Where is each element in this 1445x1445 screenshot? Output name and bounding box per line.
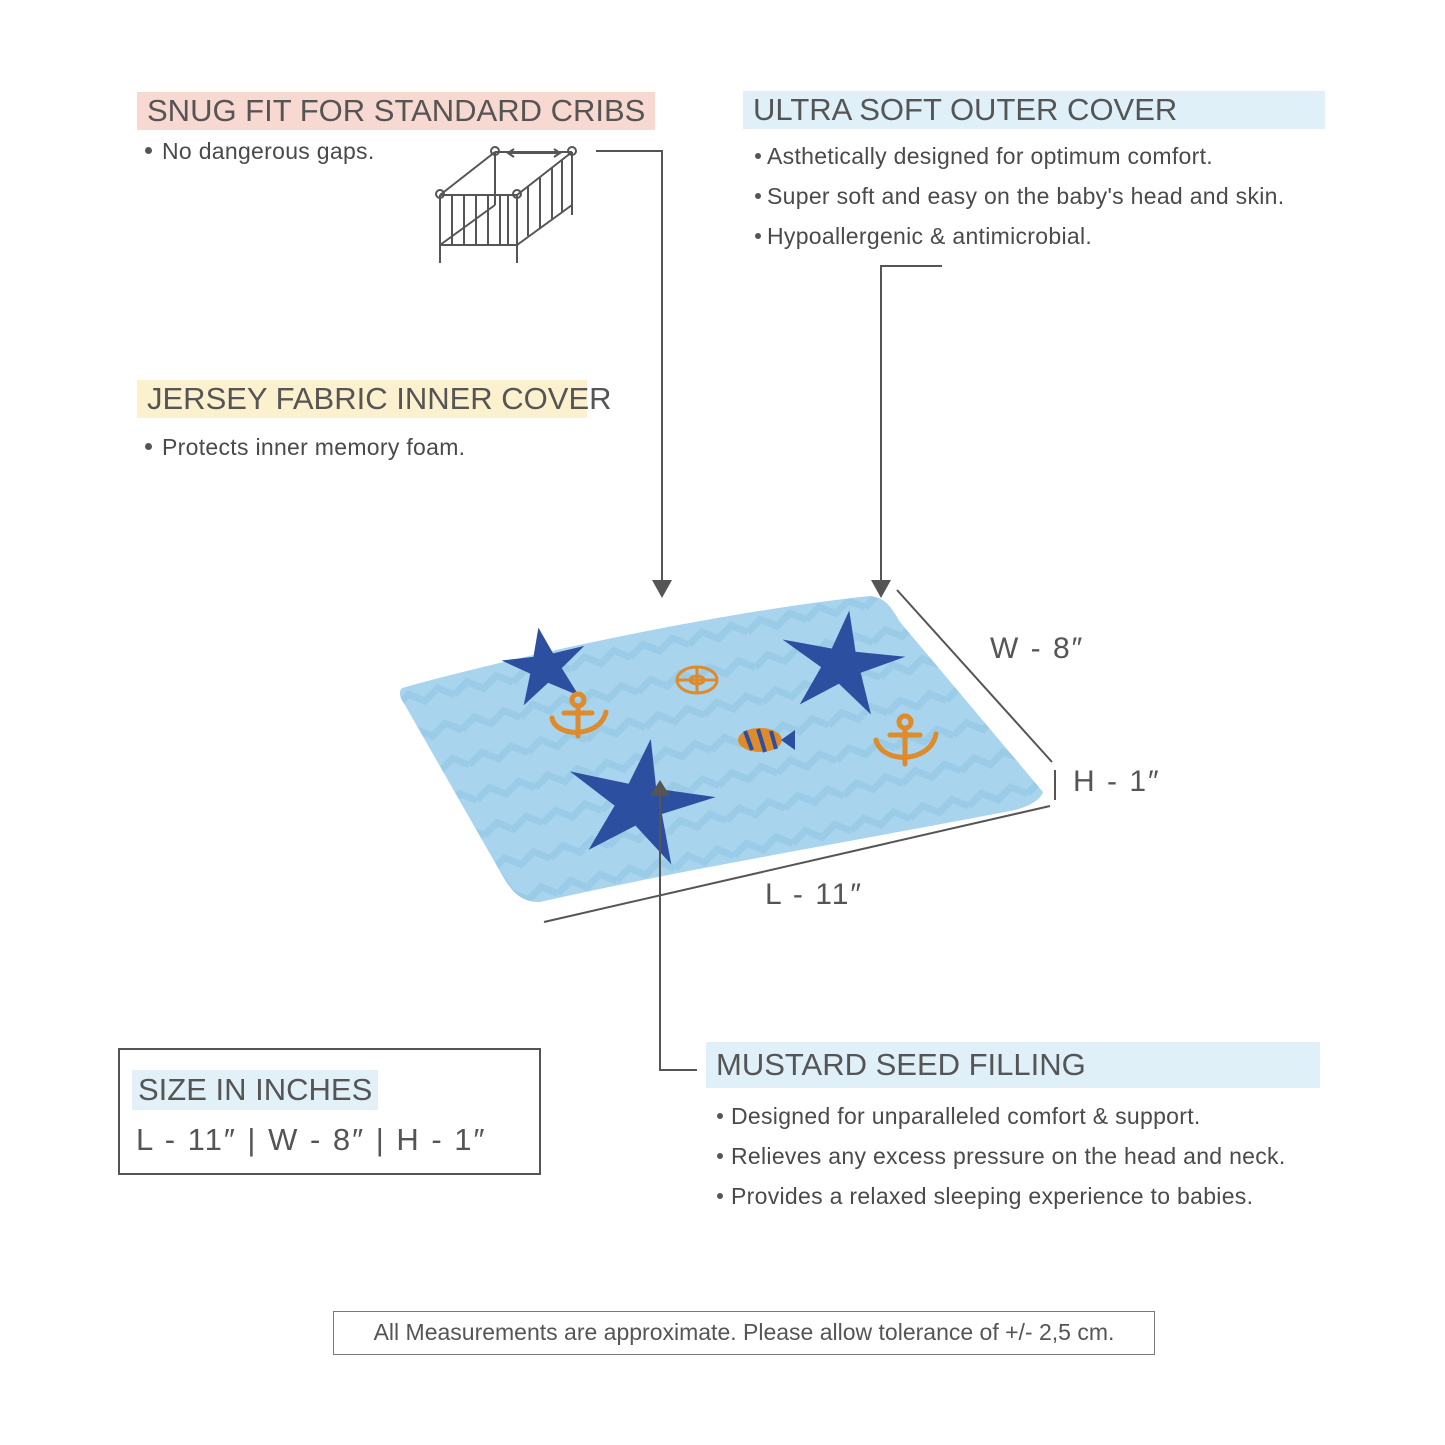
outer-cover-heading: ULTRA SOFT OUTER COVER [743, 91, 1325, 129]
bullet-dot [755, 152, 761, 159]
crib-icon [435, 146, 577, 263]
starfish-icon [782, 610, 906, 715]
jersey-heading: JERSEY FABRIC INNER COVER [137, 380, 612, 418]
bullet-dot [755, 192, 761, 199]
outer-cover-bullet-text: Super soft and easy on the baby's head a… [767, 183, 1285, 209]
starfish-icon [569, 738, 716, 865]
footer-note: All Measurements are approximate. Please… [333, 1311, 1155, 1355]
pillow-illustration [399, 596, 1044, 902]
bullet-dot [717, 1192, 723, 1199]
size-box-value: L - 11″ | W - 8″ | H - 1″ [136, 1122, 487, 1157]
outer-cover-bullet-3: Hypoallergenic & antimicrobial. [755, 221, 1092, 251]
dimension-lines [543, 589, 1056, 923]
bullet-dot [717, 1112, 723, 1119]
starfish-icon [501, 627, 585, 706]
snug-fit-heading: SNUG FIT FOR STANDARD CRIBS [137, 92, 656, 130]
mustard-bullet-text: Relieves any excess pressure on the head… [731, 1143, 1286, 1169]
mustard-heading: MUSTARD SEED FILLING [706, 1042, 1320, 1088]
mustard-bullet-text: Provides a relaxed sleeping experience t… [731, 1183, 1254, 1209]
outer-cover-bullet-1: Asthetically designed for optimum comfor… [755, 141, 1213, 171]
ship-wheel-icon [675, 665, 719, 695]
snug-fit-bullet-text: No dangerous gaps. [162, 138, 375, 164]
width-label: W - 8″ [990, 632, 1085, 665]
mustard-bullet-3: Provides a relaxed sleeping experience t… [717, 1181, 1253, 1211]
bullet-dot [755, 232, 761, 239]
leader-line-mustard [650, 780, 697, 1071]
mustard-bullet-text: Designed for unparalleled comfort & supp… [731, 1103, 1201, 1129]
size-box: SIZE IN INCHES L - 11″ | W - 8″ | H - 1″ [118, 1048, 541, 1175]
leader-line-outer-cover [871, 265, 942, 598]
height-label: H - 1″ [1073, 765, 1161, 798]
mustard-bullet-1: Designed for unparalleled comfort & supp… [717, 1101, 1201, 1131]
jersey-bullet-text: Protects inner memory foam. [162, 434, 466, 460]
jersey-bullet: Protects inner memory foam. [145, 432, 465, 462]
bullet-dot [145, 443, 152, 451]
bullet-dot [145, 147, 152, 155]
anchor-icon [549, 691, 609, 739]
outer-cover-bullet-text: Hypoallergenic & antimicrobial. [767, 223, 1093, 249]
fish-icon [738, 728, 795, 753]
length-label: L - 11″ [765, 878, 863, 911]
leader-line-snug [596, 150, 672, 598]
snug-fit-bullet: No dangerous gaps. [145, 136, 375, 166]
mustard-bullet-2: Relieves any excess pressure on the head… [717, 1141, 1286, 1171]
bullet-dot [717, 1152, 723, 1159]
outer-cover-bullet-text: Asthetically designed for optimum comfor… [767, 143, 1213, 169]
size-box-title: SIZE IN INCHES [132, 1070, 379, 1110]
anchor-icon [873, 713, 939, 767]
outer-cover-bullet-2: Super soft and easy on the baby's head a… [755, 181, 1284, 211]
